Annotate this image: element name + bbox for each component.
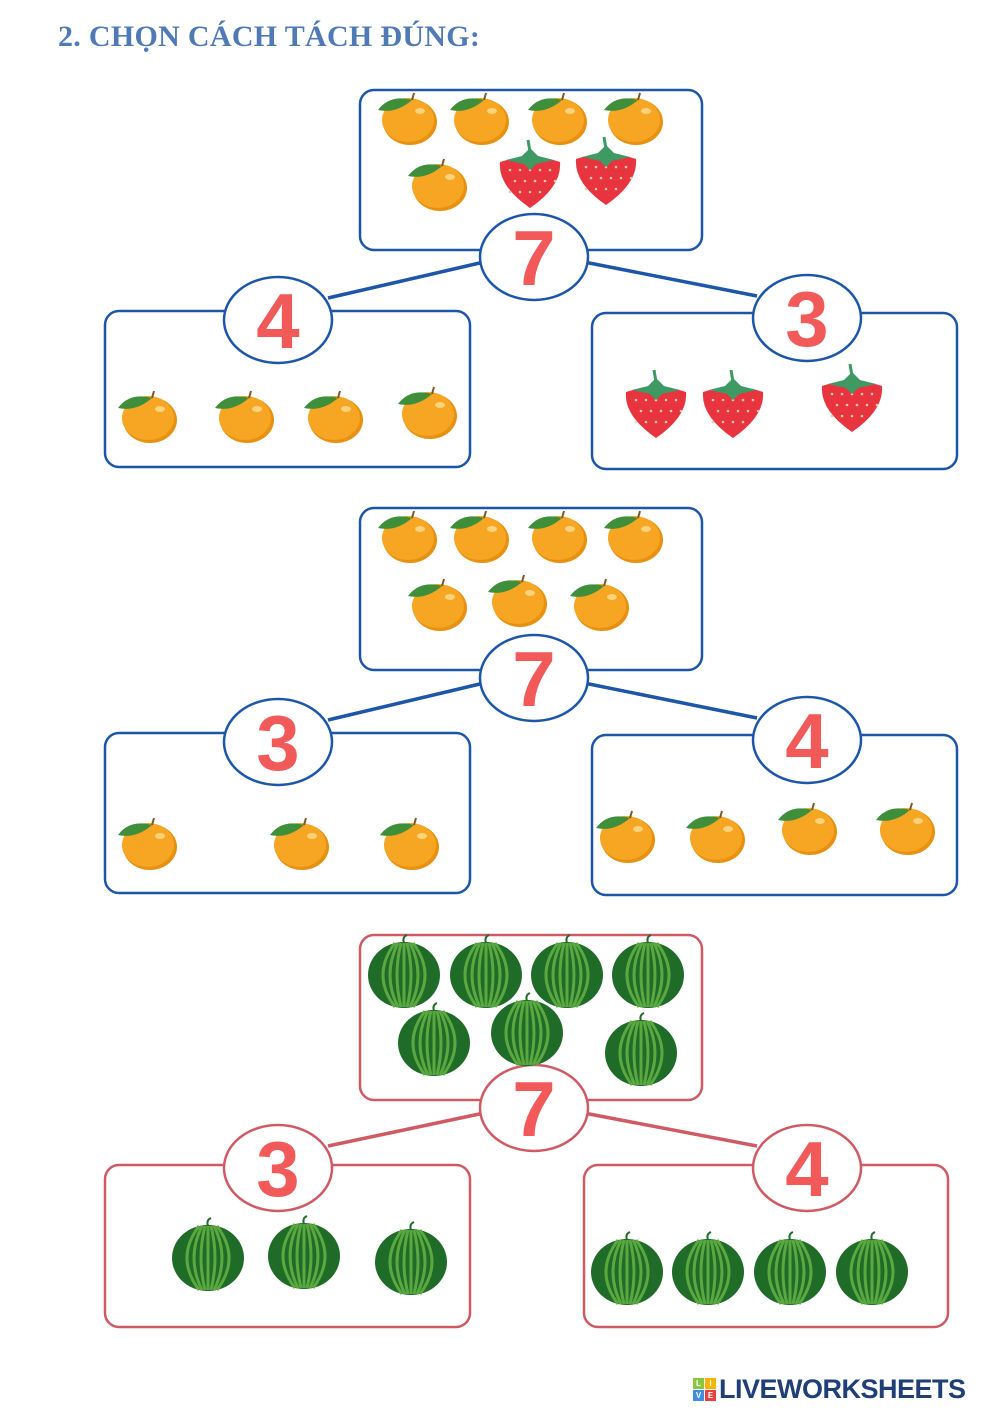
liveworksheets-logo: L I V E LIVEWORKSHEETS [693, 1374, 966, 1405]
left-part-circle [222, 275, 334, 365]
watermelon-icon [836, 1231, 908, 1305]
right-part-circle [751, 695, 863, 785]
left-part-circle [222, 697, 334, 787]
logo-letter: I [705, 1378, 716, 1389]
logo-letter: L [693, 1378, 704, 1389]
total-circle [478, 633, 590, 723]
orange-icon [398, 386, 457, 439]
watermelon-icon [531, 934, 603, 1008]
orange-icon [304, 390, 363, 443]
watermelon-icon [605, 1012, 677, 1086]
logo-icon: L I V E [693, 1378, 716, 1401]
total-circle [478, 212, 590, 302]
watermelon-icon [268, 1215, 340, 1289]
watermelon-icon [672, 1231, 744, 1305]
strawberry-icon [702, 369, 764, 438]
orange-icon [408, 578, 467, 631]
watermelon-icon [375, 1221, 447, 1295]
orange-icon [118, 390, 177, 443]
left-part-number: 4 [256, 277, 299, 365]
watermelon-icon [612, 934, 684, 1008]
orange-icon [604, 510, 663, 563]
orange-icon [604, 92, 663, 145]
orange-icon [596, 810, 655, 863]
connector-line [327, 1111, 485, 1148]
orange-icon [380, 817, 439, 870]
number-bond-1: 7 4 3 [103, 88, 959, 471]
right-part-number: 4 [785, 1125, 828, 1213]
watermelon-icon [368, 934, 440, 1008]
connector-line [327, 260, 485, 300]
watermelon-icon [591, 1231, 663, 1305]
orange-icon [215, 390, 274, 443]
exercise-title: 2. CHỌN CÁCH TÁCH ĐÚNG: [58, 20, 481, 53]
watermelon-icon [491, 992, 563, 1066]
orange-icon [778, 802, 837, 855]
watermelon-icon [398, 1002, 470, 1076]
strawberry-icon [575, 136, 637, 205]
total-number: 7 [512, 635, 555, 723]
orange-icon [118, 817, 177, 870]
logo-text: LIVEWORKSHEETS [719, 1374, 966, 1404]
connector-line [583, 1111, 758, 1148]
orange-icon [488, 574, 547, 627]
left-part-number: 3 [256, 699, 299, 787]
orange-icon [686, 810, 745, 863]
right-part-circle [751, 1123, 863, 1213]
orange-icon [528, 92, 587, 145]
connector-line [327, 681, 485, 722]
strawberry-icon [821, 363, 883, 432]
orange-icon [450, 92, 509, 145]
left-part-circle [222, 1123, 334, 1213]
right-part-number: 3 [785, 275, 828, 363]
orange-icon [378, 92, 437, 145]
orange-icon [876, 802, 935, 855]
orange-icon [528, 510, 587, 563]
number-bond-3: 7 3 4 [103, 933, 950, 1329]
watermelon-icon [450, 934, 522, 1008]
strawberry-icon [625, 369, 687, 438]
orange-icon [570, 578, 629, 631]
left-part-number: 3 [256, 1125, 299, 1213]
logo-letter: V [693, 1390, 704, 1401]
logo-letter: E [705, 1390, 716, 1401]
connector-line [583, 260, 758, 298]
watermelon-icon [172, 1217, 244, 1291]
total-number: 7 [512, 1065, 555, 1153]
number-bond-2: 7 3 4 [103, 506, 959, 897]
strawberry-icon [499, 139, 561, 208]
orange-icon [378, 510, 437, 563]
right-part-circle [751, 273, 863, 363]
watermelon-icon [754, 1231, 826, 1305]
orange-icon [408, 158, 467, 211]
orange-icon [270, 817, 329, 870]
orange-icon [450, 510, 509, 563]
total-number: 7 [512, 214, 555, 302]
right-part-number: 4 [785, 697, 828, 785]
connector-line [583, 681, 758, 720]
